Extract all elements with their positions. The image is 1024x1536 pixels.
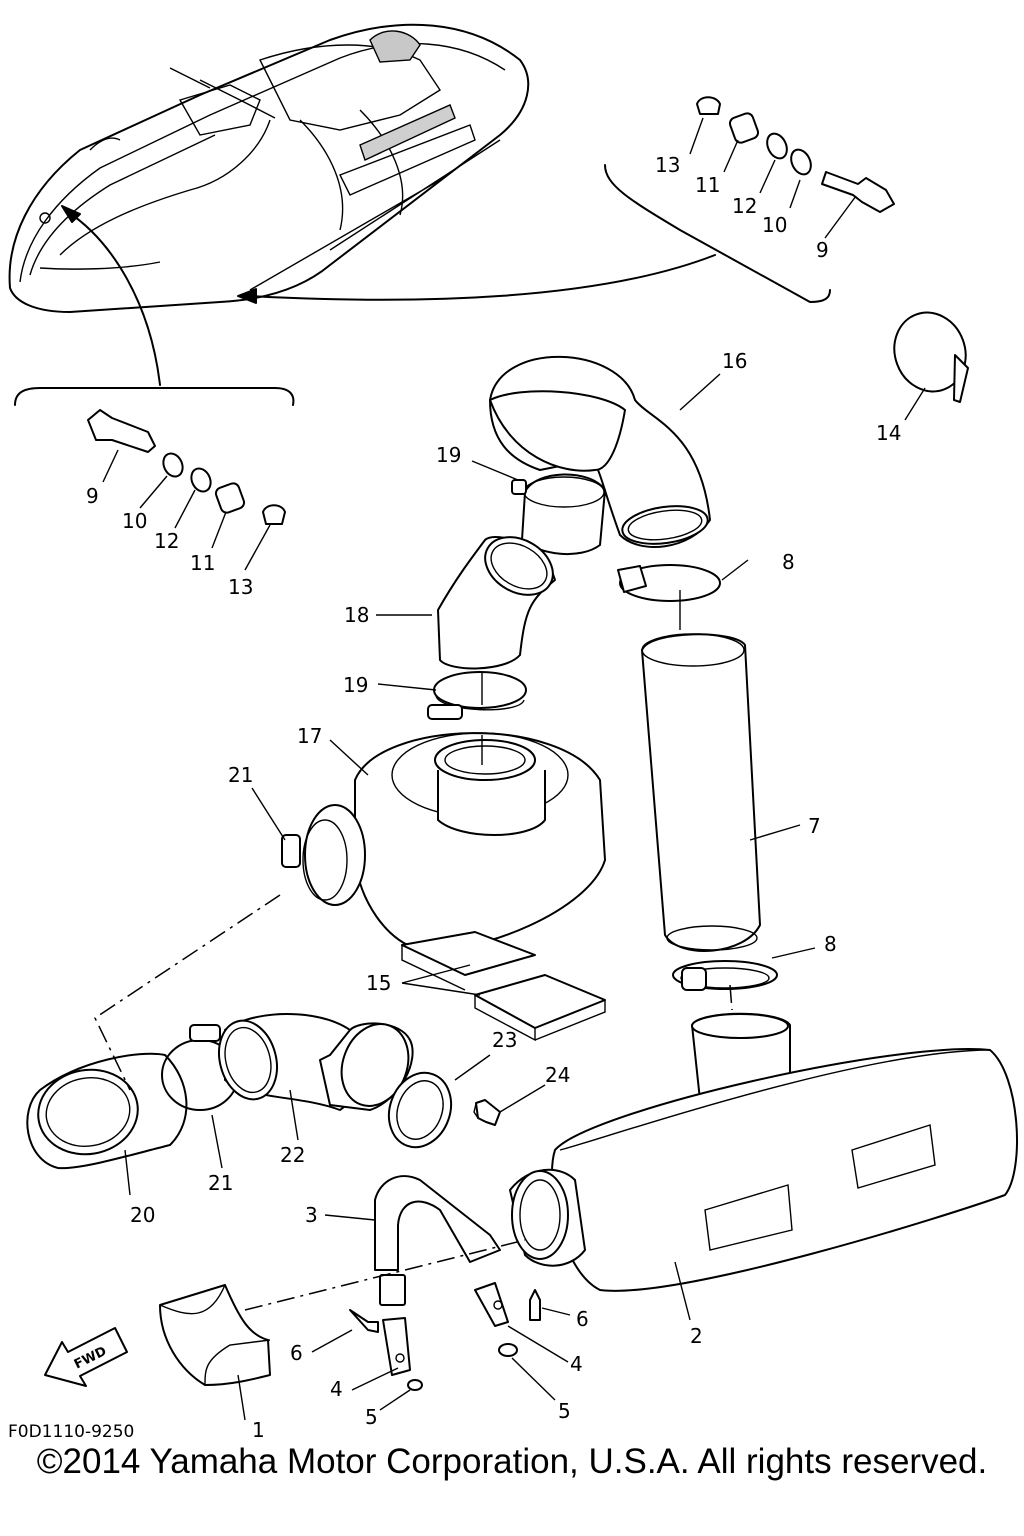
clamp-8-upper (617, 564, 721, 602)
leader-lines (102, 117, 926, 1421)
hose-7 (641, 633, 761, 952)
callout-14: 14 (876, 421, 901, 445)
watercraft-illustration (8, 23, 530, 313)
clamp-19-lower (427, 671, 527, 720)
copyright-notice: ©2014 Yamaha Motor Corporation, U.S.A. A… (36, 1442, 988, 1481)
screw-6-right (529, 1289, 541, 1321)
callout-13: 13 (655, 153, 680, 177)
band-clamp-14 (893, 311, 969, 403)
callout-19: 19 (436, 443, 461, 467)
callout-9: 9 (816, 238, 829, 262)
arrowhead-right (237, 288, 257, 304)
centerline-20-17 (94, 894, 281, 1091)
washer-5-left (407, 1379, 423, 1391)
callout-labels: 13 11 12 10 9 9 10 12 11 13 14 16 19 8 1… (86, 153, 901, 1442)
elbow-hose-16 (489, 355, 711, 548)
fwd-arrow-icon: FWD (44, 1327, 128, 1387)
washer-5-right (498, 1343, 518, 1357)
clamp-8-lower (672, 960, 778, 991)
callout-21: 21 (208, 1171, 233, 1195)
callout-23: 23 (492, 1028, 517, 1052)
callout-3: 3 (305, 1203, 318, 1227)
gasket-23 (387, 1071, 453, 1149)
callout-15: 15 (366, 971, 391, 995)
callout-6: 6 (290, 1341, 303, 1365)
callout-8: 8 (782, 550, 795, 574)
pipe-20 (26, 1052, 188, 1170)
callout-4: 4 (570, 1352, 583, 1376)
figure-id: F0D1110-9250 (8, 1422, 134, 1442)
cover-1 (159, 1284, 271, 1386)
callout-22: 22 (280, 1143, 305, 1167)
callout-16: 16 (722, 349, 747, 373)
callout-19: 19 (343, 673, 368, 697)
elbow-hose-18 (437, 535, 556, 670)
callout-9: 9 (86, 484, 99, 508)
pointer-arrow-right (249, 254, 716, 301)
arrowhead-left (61, 205, 81, 223)
callout-18: 18 (344, 603, 369, 627)
bolt-24 (473, 1099, 501, 1126)
callout-10: 10 (122, 509, 147, 533)
callout-17: 17 (297, 724, 322, 748)
callout-5: 5 (365, 1405, 378, 1429)
callout-1: 1 (252, 1418, 265, 1442)
centerline-1-2 (244, 1239, 526, 1311)
muffler-2 (509, 1012, 1018, 1292)
callout-6: 6 (576, 1307, 589, 1331)
elbow-pipe-22 (218, 1013, 414, 1111)
callout-11: 11 (695, 173, 720, 197)
strap-3 (374, 1175, 501, 1306)
callout-12: 12 (732, 194, 757, 218)
centerline-7-2 (729, 984, 733, 1011)
callout-11: 11 (190, 551, 215, 575)
callout-7: 7 (808, 814, 821, 838)
screw-6-left (349, 1309, 379, 1333)
callout-24: 24 (545, 1063, 570, 1087)
callout-12: 12 (154, 529, 179, 553)
water-lock-17 (281, 732, 606, 952)
callout-2: 2 (690, 1324, 703, 1348)
bracket-4-right (474, 1282, 509, 1327)
callout-13: 13 (228, 575, 253, 599)
drain-plug-set-left (87, 409, 286, 525)
drain-plug-set-right (696, 96, 895, 213)
detail-bracket-right (604, 164, 831, 303)
pointer-arrow-left (67, 211, 161, 386)
bracket-4-left (382, 1317, 411, 1376)
callout-20: 20 (130, 1203, 155, 1227)
callout-4: 4 (330, 1377, 343, 1401)
callout-5: 5 (558, 1399, 571, 1423)
detail-bracket-left (14, 387, 295, 406)
callout-21: 21 (228, 763, 253, 787)
callout-8: 8 (824, 932, 837, 956)
pads-15 (401, 931, 606, 1042)
callout-10: 10 (762, 213, 787, 237)
